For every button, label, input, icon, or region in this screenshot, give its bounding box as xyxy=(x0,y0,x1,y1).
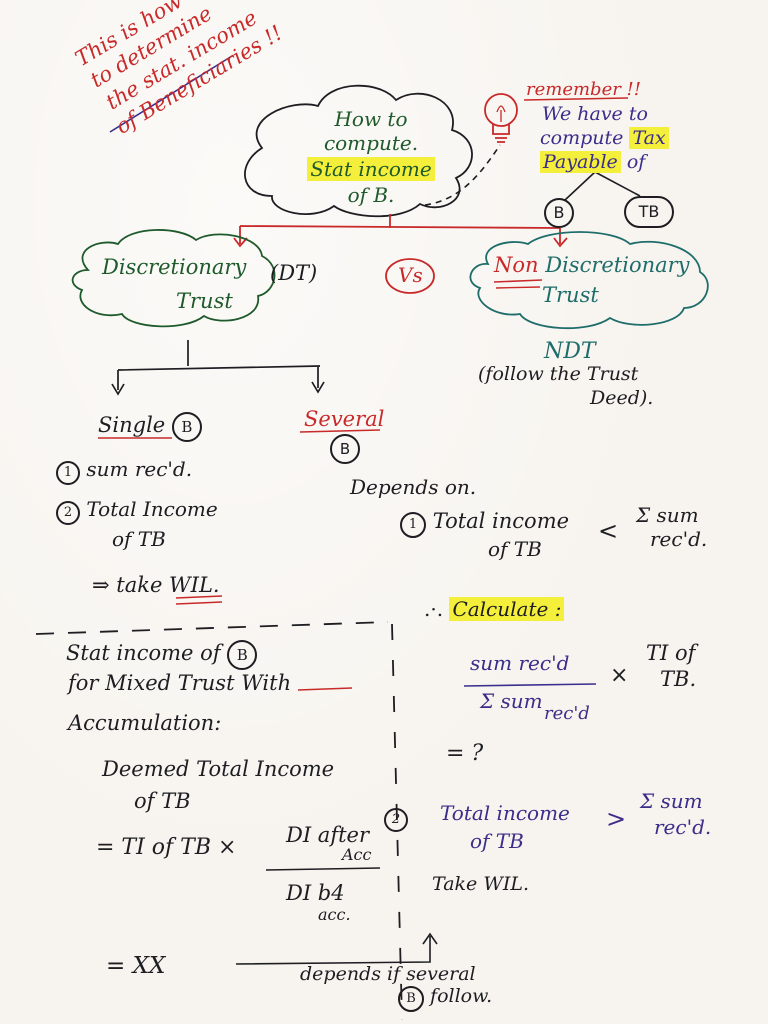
remember-title: remember !! xyxy=(526,79,642,100)
single-item-1: 1 sum rec'd. xyxy=(56,458,192,485)
lightbulb-icon xyxy=(484,93,518,143)
several-c1-sum-b: rec'd. xyxy=(650,527,708,551)
several-depends: Depends on. xyxy=(350,475,477,499)
b-tb-branches xyxy=(564,171,641,201)
node-b: B xyxy=(544,198,574,228)
several-label: Several xyxy=(304,407,385,431)
several-c2b: of TB xyxy=(470,829,524,853)
cloud-center-text: How to compute. Stat income of B. xyxy=(296,108,446,206)
cloud-line-3: Stat income xyxy=(307,157,435,181)
remember-payable: Payable xyxy=(540,151,621,173)
mixed-line-2: for Mixed Trust With xyxy=(68,671,292,695)
two-circle: 2 xyxy=(384,808,408,832)
ndt-discretionary: Discretionary xyxy=(545,253,690,277)
bottom-arrow xyxy=(235,932,438,965)
ti-tb: TB. xyxy=(660,667,697,691)
remember-line-1: We have to xyxy=(542,103,648,125)
several-c2-sum: Σ sum xyxy=(640,789,703,813)
remember-of: of xyxy=(626,151,646,173)
ndt-non: Non xyxy=(494,253,539,277)
cloud-line-1: How to xyxy=(334,107,408,131)
several-c1-sum: Σ sum xyxy=(636,503,699,527)
ti-of: TI of xyxy=(646,641,696,665)
single-item-2: 2 Total Income xyxy=(56,498,218,525)
frac-den-b: rec'd xyxy=(544,703,590,724)
remember-tax: Tax xyxy=(629,127,669,149)
dashed-connector xyxy=(424,144,501,206)
several-c2-sum-b: rec'd. xyxy=(654,815,712,839)
dt-abbr: (DT) xyxy=(270,261,318,285)
red-split-arrow xyxy=(239,214,561,244)
calc-label: .·. Calculate : xyxy=(424,597,565,621)
cloud-center-outline xyxy=(244,84,473,218)
mixed-result: = XX xyxy=(106,953,166,979)
dt-line-2: Trust xyxy=(176,289,233,313)
mixed-num-b: Acc xyxy=(342,845,372,864)
cloud-ndt-outline xyxy=(469,231,709,330)
single-label: Single B xyxy=(98,412,202,442)
dashed-divider-vertical xyxy=(391,623,403,1021)
ndt-follow-1: (follow the Trust xyxy=(478,363,639,385)
equals-question: = ? xyxy=(446,741,484,766)
node-tb: TB xyxy=(624,196,674,228)
single-b-circle: B xyxy=(171,412,202,442)
deemed-1: Deemed Total Income xyxy=(102,757,335,781)
dt-split-tree xyxy=(117,340,321,390)
depends-2: B follow. xyxy=(398,986,492,1012)
mixed-num-a: DI after xyxy=(286,823,370,847)
mixed-formula: = TI of TB × xyxy=(96,835,237,860)
cloud-line-4: of B. xyxy=(347,183,395,207)
times-sign: × xyxy=(610,663,629,688)
ndt-line-2: Trust xyxy=(542,283,599,307)
cloud-dt-outline xyxy=(71,229,276,328)
ndt-line-1: Non Discretionary xyxy=(494,253,690,277)
several-gt: > xyxy=(606,805,627,833)
mixed-line-3: Accumulation: xyxy=(68,711,222,735)
dt-line-1: Discretionary xyxy=(102,255,247,279)
depends-1: depends if several xyxy=(300,963,476,985)
several-b-circle: B xyxy=(330,434,360,464)
frac-den-a: Σ sum xyxy=(480,689,543,713)
remember-line-3: Payable of xyxy=(540,151,646,173)
mixed-den-b: acc. xyxy=(318,905,351,924)
several-c1b: of TB xyxy=(488,537,542,561)
frac-num: sum rec'd xyxy=(470,651,570,675)
several-c2: Total income xyxy=(440,801,570,825)
several-lt: < xyxy=(598,517,619,545)
cloud-line-2: compute. xyxy=(323,131,419,155)
remember-line-2: compute Tax xyxy=(540,127,669,149)
single-take: ⇒ take WIL. xyxy=(92,573,220,597)
mixed-line-1: Stat income of B xyxy=(66,640,258,670)
mixed-den-a: DI b4 xyxy=(286,881,345,905)
remember-compute: compute xyxy=(540,127,624,149)
several-take: Take WIL. xyxy=(432,873,530,895)
dashed-divider-horizontal xyxy=(35,621,389,635)
several-c1: 1 Total income xyxy=(400,509,569,538)
vs-label: Vs xyxy=(398,263,423,287)
depends-b-circle: B xyxy=(398,986,424,1012)
mixed-b-circle: B xyxy=(227,640,258,670)
vs-circle xyxy=(385,258,435,294)
deemed-2: of TB xyxy=(134,789,191,813)
ndt-abbr: NDT xyxy=(544,339,596,364)
single-item-2b: of TB xyxy=(112,527,166,551)
ndt-follow-2: Deed). xyxy=(590,387,654,409)
